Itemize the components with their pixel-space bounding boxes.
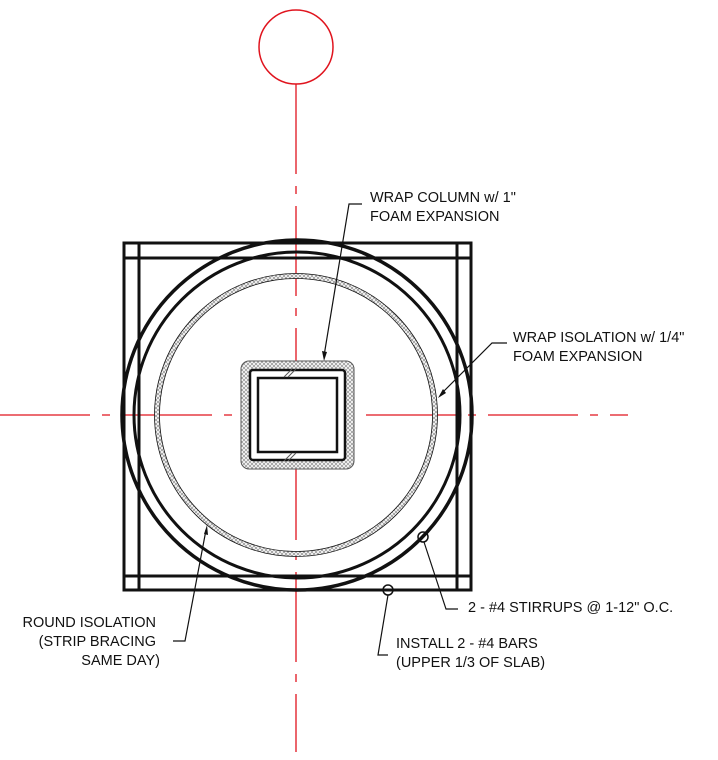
foam-expansion-ring (154, 273, 438, 557)
steel-column (240, 360, 355, 470)
round-isolation-leader (173, 529, 207, 642)
round-isolation (120, 238, 474, 592)
grid-bubble (258, 9, 334, 85)
wrap-isolation-leader (440, 342, 507, 395)
wrap-column-note: WRAP COLUMN w/ 1" FOAM EXPANSION (370, 190, 520, 225)
round-isolation-note: ROUND ISOLATION (STRIP BRACING SAME DAY) (23, 615, 161, 669)
install-bars-leader (377, 594, 389, 656)
leaders (173, 203, 507, 656)
wrap-column-leader (323, 203, 362, 357)
inner-ring (132, 250, 462, 580)
stirrups-note: 2 - #4 STIRRUPS @ 1-12" O.C. (468, 600, 673, 616)
stirrup-bar-marker (417, 531, 429, 543)
wrap-isolation-note: WRAP ISOLATION w/ 1/4" FOAM EXPANSION (513, 330, 688, 365)
outer-ring (120, 238, 474, 592)
stirrups-leader (423, 541, 458, 610)
install-bars-note: INSTALL 2 - #4 BARS (UPPER 1/3 OF SLAB) (396, 636, 545, 671)
